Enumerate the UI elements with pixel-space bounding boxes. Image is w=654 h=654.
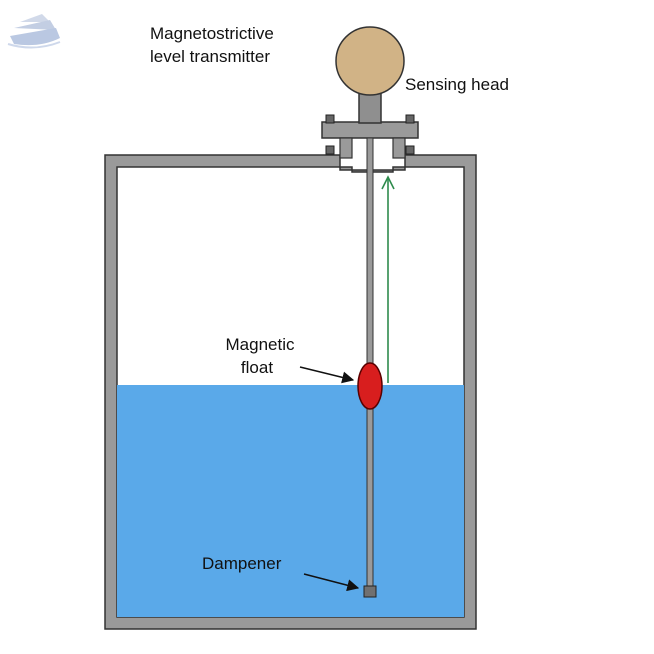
ship-logo-icon [7, 14, 61, 49]
liquid [117, 385, 464, 617]
magnetic-float-label-line-1: Magnetic [226, 335, 295, 354]
sensing-head [335, 26, 405, 124]
sensing-head-neck [358, 92, 382, 124]
title-line-1: Magnetostrictive [150, 24, 274, 43]
sensing-head-bulb [335, 26, 405, 96]
title-line-2: level transmitter [150, 47, 270, 66]
bolt-icon [405, 114, 415, 124]
sensing-head-label: Sensing head [405, 75, 509, 94]
bolt-icon [405, 145, 415, 155]
float-pointer-arrow [299, 366, 355, 384]
signal-arrow-icon [381, 175, 395, 383]
bolt-icon [325, 114, 335, 124]
tank [104, 154, 477, 630]
dampener-pointer-arrow [303, 573, 360, 592]
dampener-label: Dampener [202, 554, 282, 573]
dampener [363, 585, 377, 598]
magnetic-float-label-line-2: float [241, 358, 273, 377]
magnetic-float [357, 362, 383, 410]
bolt-icon [325, 145, 335, 155]
